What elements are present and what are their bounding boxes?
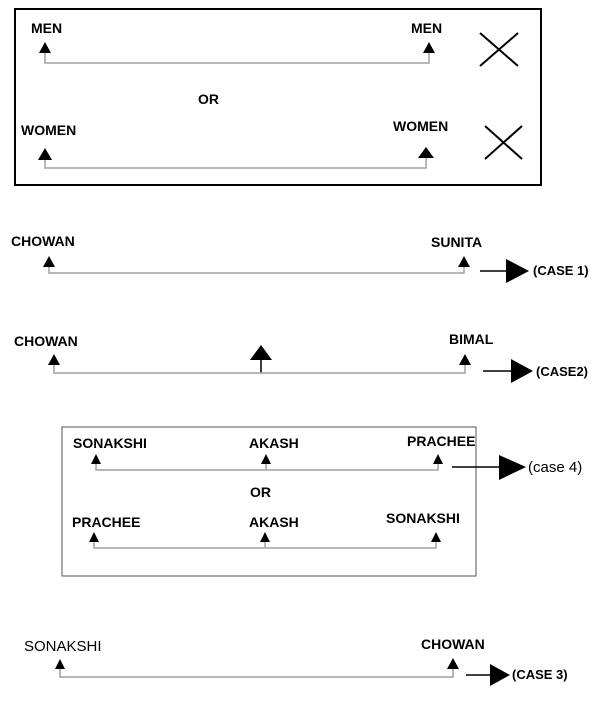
case4-row2-left-label: PRACHEE	[72, 514, 140, 530]
case2-case-label: (CASE2)	[536, 364, 588, 379]
case3-case-label: (CASE 3)	[512, 667, 568, 682]
invalid-box-frame	[14, 8, 542, 186]
case4-arrangements-box: SONAKSHI AKASH PRACHEE OR PRACHEE AKASH …	[61, 426, 582, 577]
case2-left-marker-icon	[48, 354, 60, 365]
men-row-line	[44, 53, 430, 64]
case3-left-label: SONAKSHI	[24, 638, 102, 655]
case4-case-label: (case 4)	[528, 459, 582, 476]
case1-right-marker-icon	[458, 256, 470, 267]
men-left-marker-icon	[39, 42, 51, 53]
men-right-label: MEN	[411, 20, 442, 36]
case2-arrangement: CHOWAN BIMAL (CASE2)	[14, 331, 588, 383]
case2-right-label: BIMAL	[449, 331, 494, 347]
case4-row1-right-label: PRACHEE	[407, 433, 475, 449]
case1-arrow-icon	[506, 259, 529, 283]
cross-icon	[484, 125, 523, 160]
case1-right-label: SUNITA	[431, 234, 482, 250]
case4-arrow-icon	[499, 455, 526, 480]
case4-row1-middle-label: AKASH	[249, 435, 299, 451]
case1-arrangement: CHOWAN SUNITA (CASE 1)	[11, 233, 589, 283]
case2-arrow-icon	[511, 359, 533, 383]
case1-row-line	[48, 267, 465, 274]
case4-row1-right-marker-icon	[433, 454, 443, 464]
case3-row-line	[59, 669, 454, 678]
case1-case-label: (CASE 1)	[533, 263, 589, 278]
case4-row2-middle-label: AKASH	[249, 514, 299, 530]
women-row-line	[44, 158, 427, 169]
or-label: OR	[198, 91, 219, 107]
case1-left-label: CHOWAN	[11, 233, 75, 249]
case4-row2-middle-marker-icon	[260, 532, 270, 542]
case3-right-label: CHOWAN	[421, 636, 485, 652]
case4-row2-left-marker-icon	[89, 532, 99, 542]
case4-row1-line	[95, 464, 439, 471]
case4-row2-right-label: SONAKSHI	[386, 510, 460, 526]
case3-left-marker-icon	[55, 659, 65, 669]
cross-icon	[479, 32, 519, 67]
case3-right-marker-icon	[447, 658, 459, 669]
men-left-label: MEN	[31, 20, 62, 36]
women-right-marker-icon	[418, 147, 434, 158]
case4-row1-left-marker-icon	[91, 454, 101, 464]
case2-middle-marker-icon	[250, 345, 272, 360]
case2-right-marker-icon	[459, 354, 471, 365]
case3-arrangement: SONAKSHI CHOWAN (CASE 3)	[24, 636, 568, 686]
case2-row-line	[53, 365, 466, 374]
case3-arrow-icon	[490, 664, 510, 686]
case4-row2-right-marker-icon	[431, 532, 441, 542]
women-left-marker-icon	[38, 148, 52, 160]
women-right-label: WOMEN	[393, 118, 448, 134]
case4-or-label: OR	[250, 484, 271, 500]
case1-left-marker-icon	[43, 256, 55, 267]
case4-row1-left-label: SONAKSHI	[73, 435, 147, 451]
case4-row1-middle-marker-icon	[261, 454, 271, 464]
case4-box-frame	[61, 426, 477, 577]
men-right-marker-icon	[423, 42, 435, 53]
women-left-label: WOMEN	[21, 122, 76, 138]
invalid-arrangements-box: MEN MEN OR WOMEN WOMEN	[14, 8, 542, 186]
case2-left-label: CHOWAN	[14, 333, 78, 349]
